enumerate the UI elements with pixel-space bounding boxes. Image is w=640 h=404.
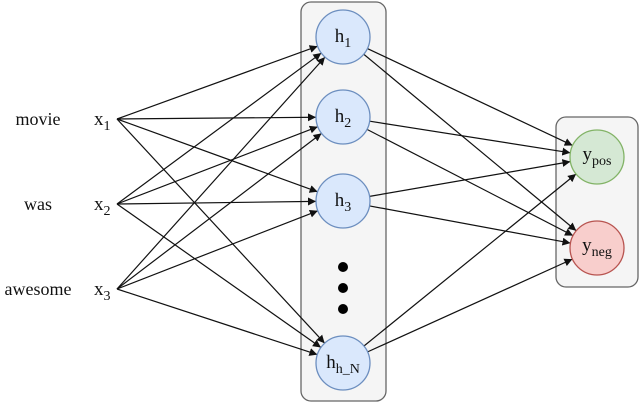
edge-x3-h3 (116, 209, 319, 290)
input-x2: x2 (94, 194, 111, 219)
edge-x2-h3 (116, 197, 317, 206)
edge-x3-h2 (116, 132, 322, 290)
output-node-neg: yneg (569, 220, 625, 276)
hidden-hN-sub: h_N (336, 362, 360, 377)
edge-x1-h4 (116, 118, 326, 344)
output-node-pos: ypos (569, 129, 625, 185)
edge-x1-h1 (116, 45, 318, 120)
svg-text:yneg: yneg (582, 235, 612, 260)
input-x1: x1 (94, 109, 111, 134)
input-x3: x3 (94, 279, 111, 304)
svg-text:h1: h1 (335, 26, 352, 51)
output-neg-var: y (582, 235, 592, 256)
edge-h3-y2 (369, 205, 571, 246)
edge-h3-y1 (369, 159, 571, 197)
output-pos-var: y (583, 144, 593, 165)
input-x1-sub: 1 (104, 119, 111, 134)
ellipsis-dots (338, 262, 348, 314)
output-neg-sub: neg (592, 245, 612, 260)
edge-x2-h2 (116, 125, 319, 205)
hidden-h3-sub: 3 (344, 200, 351, 215)
edge-h1-y1 (367, 47, 573, 147)
hidden-h1-sub: 1 (344, 36, 351, 51)
edge-h2-y1 (369, 120, 571, 156)
input-x1-var: x (94, 109, 104, 130)
connection-edges (116, 45, 577, 356)
hidden-node-h3: h3 (315, 173, 371, 229)
hidden-node-hN: hh_N (315, 335, 371, 391)
hidden-h3-var: h (335, 190, 345, 211)
edge-h4-y2 (367, 258, 573, 353)
hidden-h2-sub: 2 (344, 116, 351, 131)
edge-h2-y2 (366, 128, 574, 237)
input-word-awesome: awesome (5, 279, 72, 299)
input-x3-var: x (94, 279, 104, 300)
svg-text:hh_N: hh_N (326, 352, 360, 377)
edge-x2-h4 (116, 203, 322, 348)
input-x3-sub: 3 (104, 289, 111, 304)
edge-x1-h2 (116, 113, 317, 122)
hidden-node-h2: h2 (315, 89, 371, 145)
input-x2-var: x (94, 194, 104, 215)
edge-x3-h4 (116, 288, 318, 356)
svg-text:ypos: ypos (583, 144, 612, 169)
edge-h1-y2 (363, 53, 577, 232)
input-x2-sub: 2 (104, 204, 111, 219)
edge-x1-h3 (116, 118, 318, 193)
edge-h4-y1 (363, 173, 577, 347)
hidden-hN-var: h (326, 352, 336, 373)
edge-x2-h1 (116, 52, 322, 205)
input-word-was: was (24, 194, 52, 214)
edge-x3-h1 (116, 56, 326, 290)
input-word-movie: movie (16, 109, 61, 129)
svg-text:h3: h3 (335, 190, 352, 215)
hidden-h2-var: h (335, 106, 345, 127)
svg-text:h2: h2 (335, 106, 352, 131)
hidden-h1-var: h (335, 26, 345, 47)
output-pos-sub: pos (592, 154, 611, 169)
hidden-node-h1: h1 (315, 9, 371, 65)
